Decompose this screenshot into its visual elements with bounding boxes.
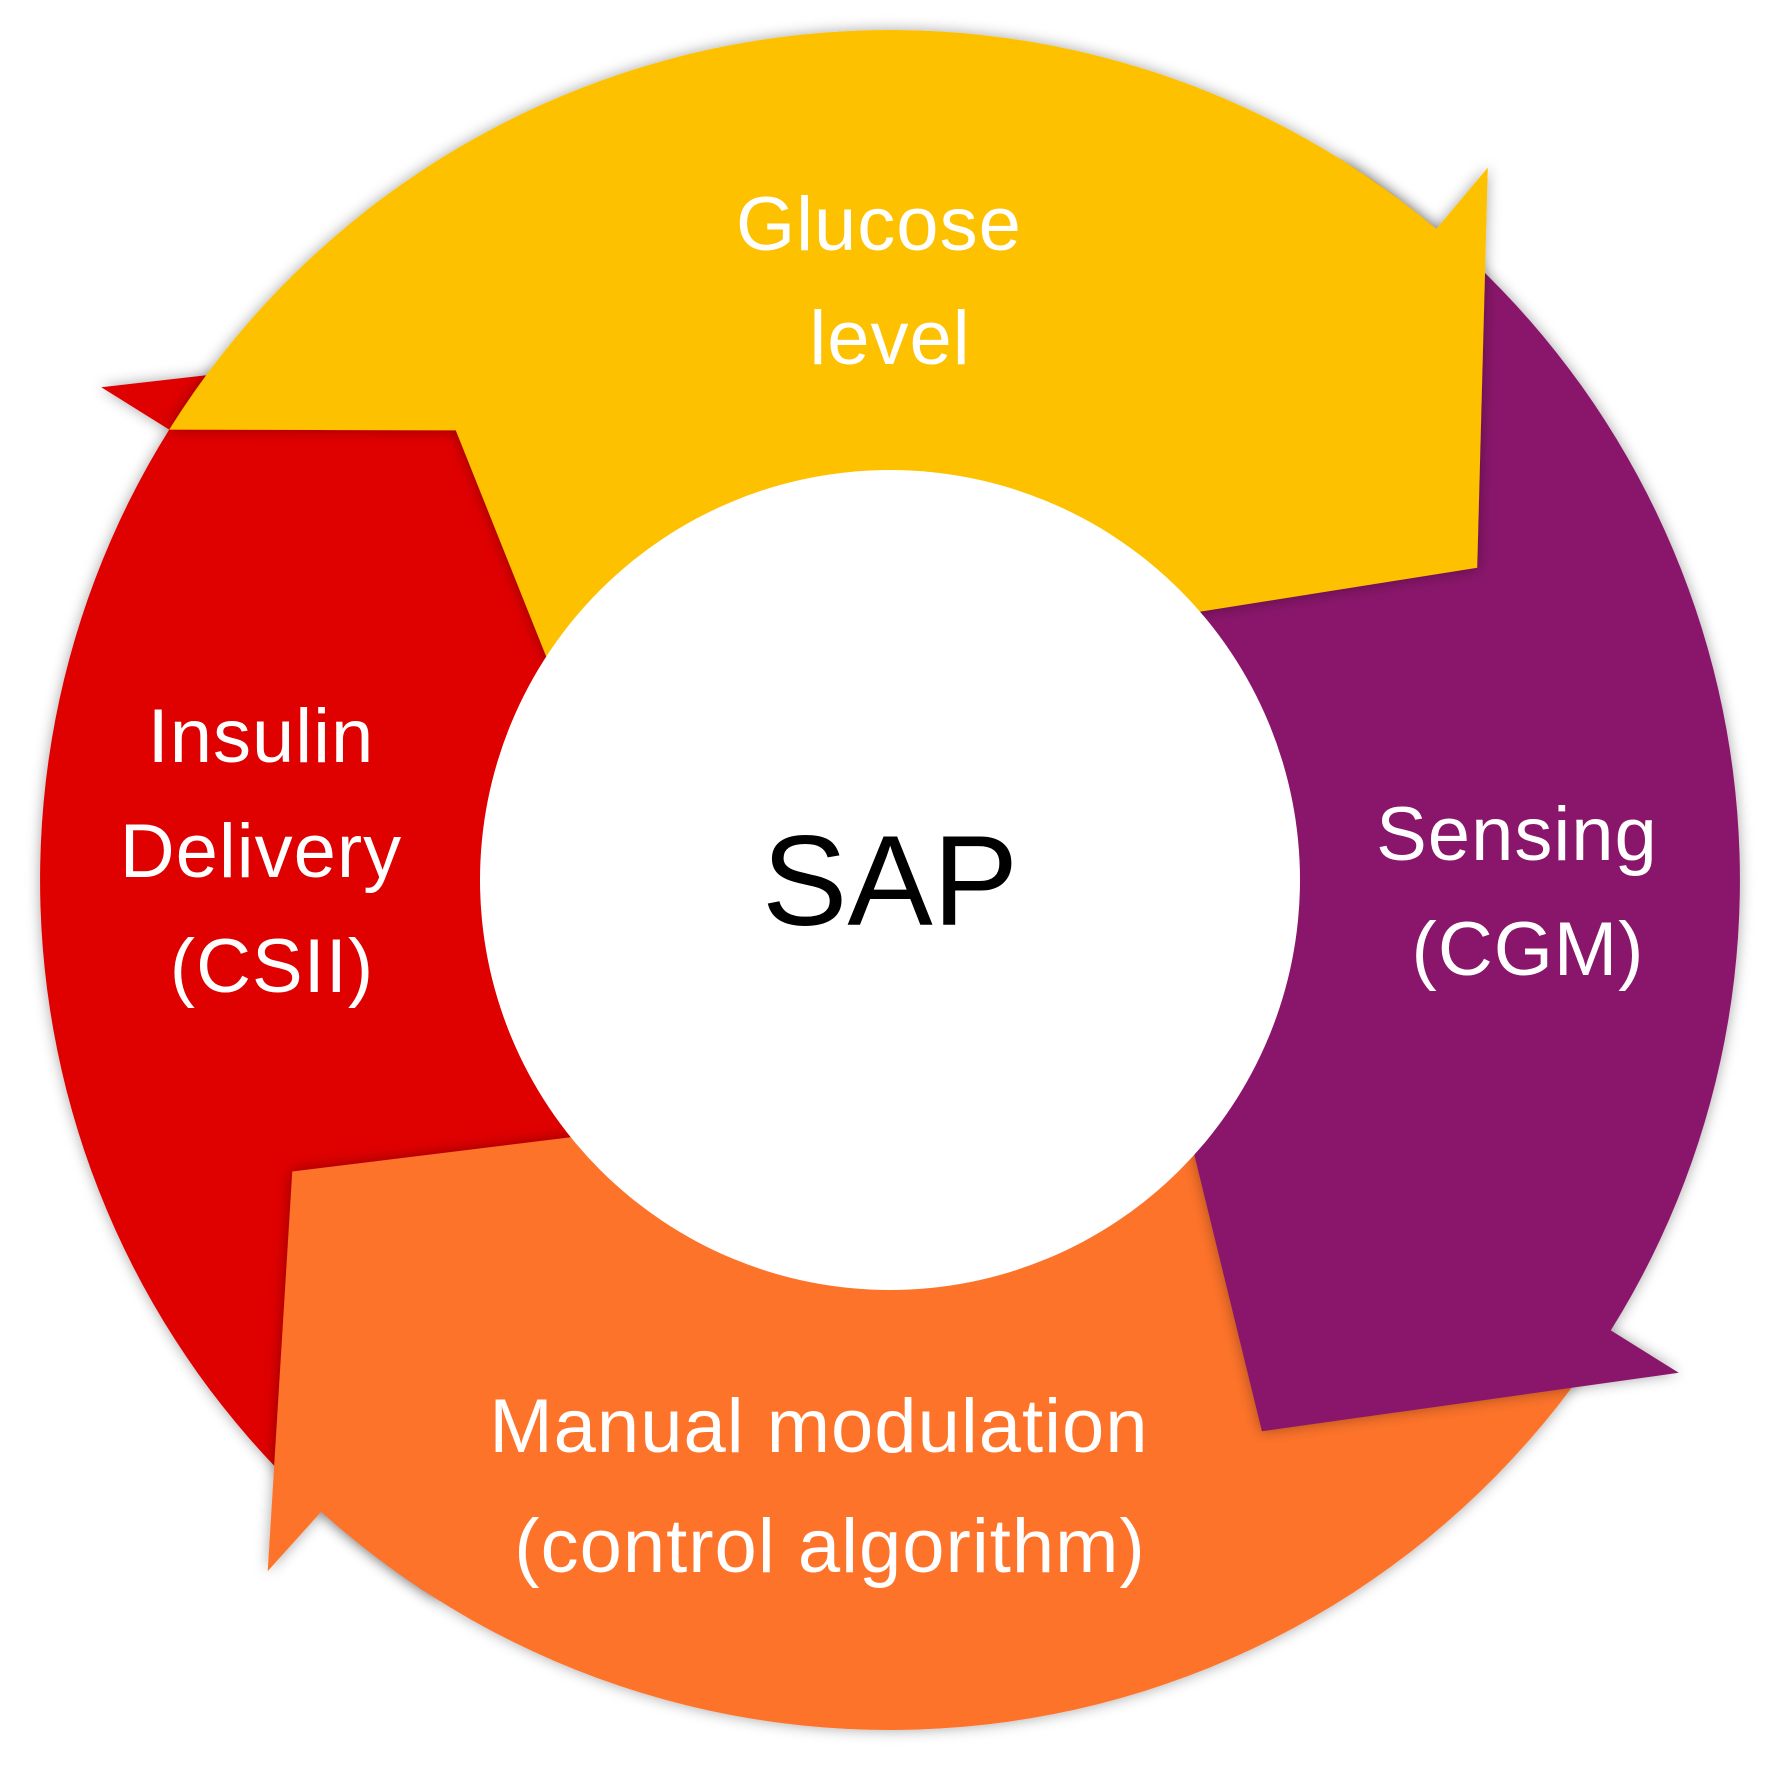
insulin-label-line-1: Insulin	[148, 694, 375, 779]
modulation-label-line-2: (control algorithm)	[514, 1504, 1145, 1589]
glucose-label: Glucose level	[736, 182, 1044, 381]
insulin-label-line-3: (CSII)	[170, 924, 374, 1009]
cycle-ring	[40, 30, 1740, 1731]
center-label: SAP	[762, 810, 1018, 953]
glucose-arrow	[169, 30, 1488, 668]
sensing-label: Sensing (CGM)	[1376, 792, 1680, 992]
sensing-label-line-1: Sensing	[1376, 792, 1658, 877]
ring-hole	[480, 470, 1300, 1290]
modulation-label-line-1: Manual modulation	[489, 1384, 1148, 1469]
sensing-label-line-2: (CGM)	[1412, 907, 1645, 992]
insulin-label: Insulin Delivery (CSII)	[120, 694, 425, 1009]
glucose-label-line-1: Glucose	[736, 182, 1022, 267]
insulin-label-line-2: Delivery	[120, 809, 403, 894]
modulation-label: Manual modulation (control algorithm)	[489, 1384, 1170, 1589]
glucose-label-line-2: level	[809, 296, 970, 381]
insulin-arrow	[40, 342, 678, 1601]
